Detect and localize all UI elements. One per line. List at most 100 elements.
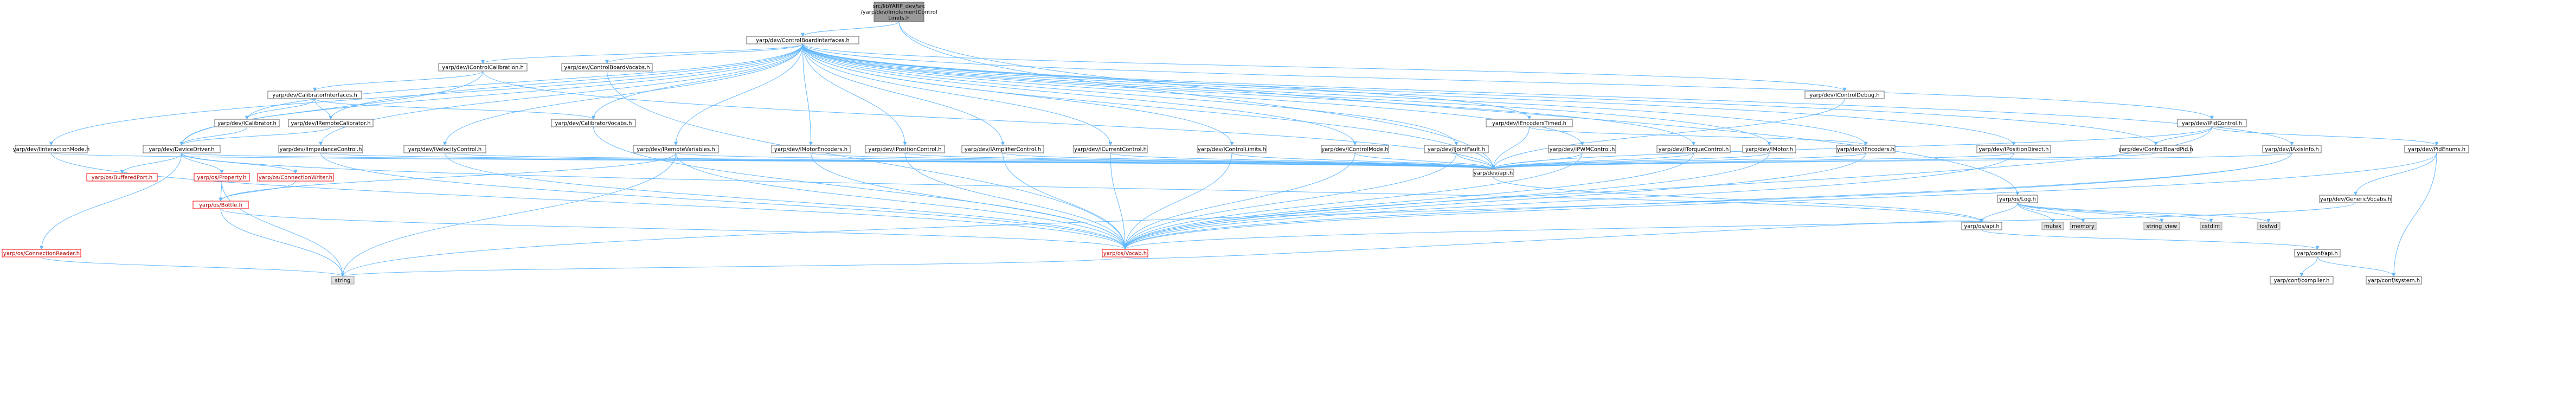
node-label-vocab: yarp/os/Vocab.h [1103,251,1147,257]
edge-cbi-to-cbv [605,43,803,64]
node-iic[interactable]: yarp/dev/IImpedanceControl.h [278,145,363,153]
node-icuc[interactable]: yarp/dev/ICurrentControl.h [1073,145,1148,153]
node-irv[interactable]: yarp/dev/IRemoteVariables.h [633,145,719,153]
node-label-cbp: yarp/dev/ControlBoardPid.h [2118,147,2193,153]
edge-icc-to-cif [313,70,483,92]
node-system[interactable]: yarp/conf/system.h [2366,276,2422,285]
node-cread[interactable]: yarp/os/ConnectionReader.h [2,249,81,257]
node-box-root [873,2,924,22]
edge-vocab-to-string [341,256,1126,277]
node-ime[interactable]: yarp/dev/IMotorEncoders.h [771,145,851,153]
edge-cwrite-to-bottle [219,181,296,202]
node-cbp[interactable]: yarp/dev/ControlBoardPid.h [2118,145,2193,153]
node-cbv[interactable]: yarp/dev/ControlBoardVocabs.h [561,63,653,72]
node-label-icm: yarp/dev/IControlMode.h [1321,147,1389,153]
node-dd[interactable]: yarp/dev/DeviceDriver.h [143,145,221,153]
edge-ipd-to-vocab [1123,152,2014,250]
node-ivc[interactable]: yarp/dev/IVelocityControl.h [403,145,486,153]
edge-log-to-mutex [2017,202,2055,223]
edge-ical-to-dd [179,126,247,146]
node-label-root: src/libYARP_dev/src [873,4,925,10]
node-box-system [2366,276,2422,285]
node-bottle[interactable]: yarp/os/Bottle.h [192,201,249,209]
node-gv[interactable]: yarp/dev/GenericVocabs.h [2319,195,2392,203]
node-bport[interactable]: yarp/os/BufferedPort.h [86,173,158,182]
node-devapi[interactable]: yarp/dev/api.h [1473,169,1514,177]
node-label-ipid: yarp/dev/IPidControl.h [2182,121,2242,127]
node-ipid[interactable]: yarp/dev/IPidControl.h [2177,119,2247,127]
node-ical[interactable]: yarp/dev/ICalibrator.h [214,119,280,127]
edge-cbi-to-ivc [443,43,803,146]
node-prop[interactable]: yarp/os/Property.h [194,173,250,182]
node-label-pide: yarp/dev/PidEnums.h [2408,147,2465,153]
node-box-itc [1656,145,1731,153]
node-icm[interactable]: yarp/dev/IControlMode.h [1321,145,1389,153]
node-box-string [331,276,355,285]
node-label-ienc: yarp/dev/IEncoders.h [1837,147,1894,153]
edge-irv-to-string [341,152,676,277]
node-vocab[interactable]: yarp/os/Vocab.h [1102,249,1148,257]
node-imot[interactable]: yarp/dev/IMotor.h [1742,145,1796,153]
node-label-iic: yarp/dev/IImpedanceControl.h [280,147,362,153]
edge-ijf-to-vocab [1123,152,1457,250]
node-label-icuc: yarp/dev/ICurrentControl.h [1074,147,1147,153]
node-label-log: yarp/os/Log.h [1999,197,2036,203]
node-icl[interactable]: yarp/dev/IControlLimits.h [1197,145,1267,153]
edge-irc-to-dd [179,126,331,146]
node-ienc[interactable]: yarp/dev/IEncoders.h [1836,145,1896,153]
edge-cbi-to-icl [802,43,1234,146]
edge-icd-to-devapi [1491,98,1845,170]
node-label-cstdint: cstdint [2202,224,2220,230]
node-label-compiler: yarp/conf/compiler.h [2274,278,2330,284]
node-label-memory: memory [2072,224,2095,230]
node-iet[interactable]: yarp/dev/IEncodersTimed.h [1486,119,1573,127]
node-ipc[interactable]: yarp/dev/IPositionControl.h [865,145,945,153]
header-nodes: src/libYARP_dev/src/yarp/dev/ImplementCo… [2,2,2469,285]
edge-ime-to-vocab [811,152,1127,250]
node-osapi[interactable]: yarp/os/api.h [1961,222,2002,230]
node-label-cread: yarp/os/ConnectionReader.h [3,251,80,257]
node-label-ipwm: yarp/dev/IPWMControl.h [1550,147,1615,153]
node-box-pide [2404,145,2469,153]
edge-icl-to-vocab [1123,152,1232,250]
node-cwrite[interactable]: yarp/os/ConnectionWriter.h [257,173,334,182]
edge-vocab-to-osapi [1125,218,1983,259]
node-box-cread [2,249,81,257]
node-box-dd [143,145,221,153]
node-compiler[interactable]: yarp/conf/compiler.h [2270,276,2334,285]
edge-ipid-to-pide [2212,126,2439,146]
node-iosfwd: iosfwd [2257,222,2281,230]
node-irc[interactable]: yarp/dev/IRemoteCalibrator.h [288,119,374,127]
node-conf[interactable]: yarp/conf/api.h [2294,249,2341,257]
edge-pide-to-vocab [1123,152,2437,250]
edge-icl-to-devapi [1231,152,1495,170]
node-root[interactable]: src/libYARP_dev/src/yarp/dev/ImplementCo… [860,2,937,22]
edge-log-to-sview [2017,202,2164,223]
node-ipd[interactable]: yarp/dev/IPositionDirect.h [1976,145,2051,153]
node-log[interactable]: yarp/os/Log.h [1997,195,2038,203]
node-calv[interactable]: yarp/dev/CalibratorVocabs.h [551,119,636,127]
node-label-sview: string_view [2147,224,2177,230]
node-iim[interactable]: yarp/dev/IInteractionMode.h [13,145,90,153]
edge-cbi-to-iic [319,43,803,146]
edge-ipwm-to-vocab [1123,152,1583,250]
node-box-iai [2262,145,2322,153]
node-ipwm[interactable]: yarp/dev/IPWMControl.h [1548,145,1616,153]
edge-cif-to-ical [245,98,315,120]
node-itc[interactable]: yarp/dev/ITorqueControl.h [1656,145,1731,153]
node-cif[interactable]: yarp/dev/CalibratorInterfaces.h [267,91,362,99]
node-icc[interactable]: yarp/dev/IControlCalibration.h [438,63,528,72]
node-box-memory [2070,222,2097,230]
node-ijf[interactable]: yarp/dev/IJointFault.h [1424,145,1489,153]
node-cbi[interactable]: yarp/dev/ControlBoardInterfaces.h [746,36,859,44]
node-iai[interactable]: yarp/dev/IAxisInfo.h [2262,145,2322,153]
edge-iai-to-vocab [1123,152,2292,250]
edge-iai-to-devapi [1492,152,2292,170]
node-label-iac: yarp/dev/IAmplifierControl.h [965,147,1041,153]
node-iac[interactable]: yarp/dev/IAmplifierControl.h [961,145,1044,153]
node-icd[interactable]: yarp/dev/IControlDebug.h [1804,91,1885,99]
node-box-ipwm [1548,145,1616,153]
node-box-cbv [561,63,653,72]
edge-ipwm-to-devapi [1491,152,1583,170]
node-pide[interactable]: yarp/dev/PidEnums.h [2404,145,2469,153]
